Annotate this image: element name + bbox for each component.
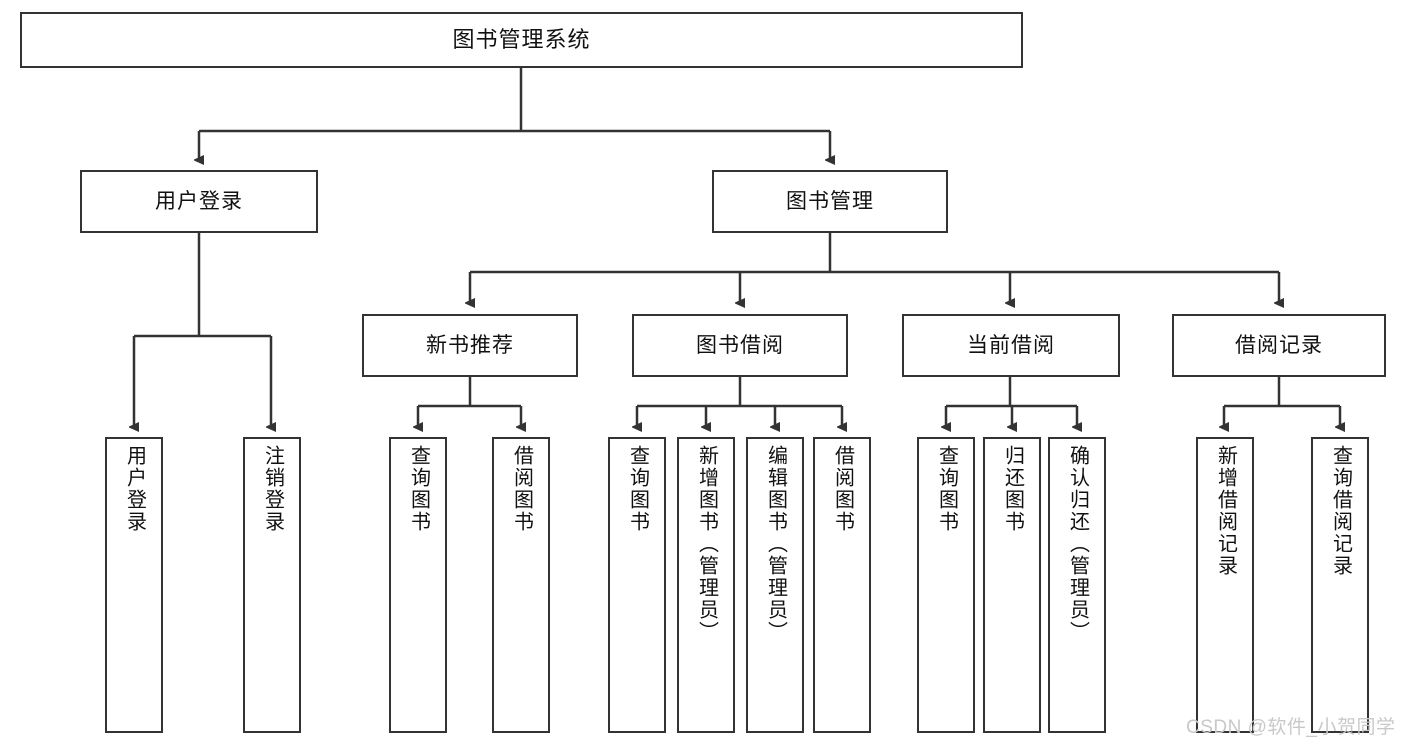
- leaf-record-add-record[interactable]: 新增借阅记录: [1196, 437, 1254, 733]
- node-label: 借阅图书: [510, 445, 533, 533]
- node-user-login[interactable]: 用户登录: [80, 170, 318, 233]
- leaf-borrow-add-book[interactable]: 新增图书（管理员）: [677, 437, 735, 733]
- node-label: 编辑图书（管理员）: [764, 445, 787, 643]
- leaf-recommend-query-book[interactable]: 查询图书: [389, 437, 447, 733]
- leaf-borrow-borrow-book[interactable]: 借阅图书: [813, 437, 871, 733]
- node-label: 图书管理: [786, 189, 874, 213]
- node-label: 当前借阅: [967, 333, 1055, 357]
- node-new-book-recommend[interactable]: 新书推荐: [362, 314, 578, 377]
- node-label: 查询图书: [935, 445, 958, 533]
- node-label: 注销登录: [261, 445, 284, 533]
- node-label: 图书借阅: [696, 333, 784, 357]
- watermark-csdn: CSDN @软件_小贺同学: [1186, 717, 1396, 738]
- node-label: 新书推荐: [426, 333, 514, 357]
- node-label: 归还图书: [1001, 445, 1024, 533]
- node-label: 确认归还（管理员）: [1066, 445, 1089, 643]
- leaf-current-confirm-return[interactable]: 确认归还（管理员）: [1048, 437, 1106, 733]
- leaf-borrow-query-book[interactable]: 查询图书: [608, 437, 666, 733]
- leaf-recommend-borrow-book[interactable]: 借阅图书: [492, 437, 550, 733]
- node-label: 新增借阅记录: [1214, 445, 1237, 577]
- leaf-user-login-signout[interactable]: 注销登录: [243, 437, 301, 733]
- node-root-library-system[interactable]: 图书管理系统: [20, 12, 1023, 68]
- node-label: 图书管理系统: [452, 26, 591, 52]
- node-label: 查询图书: [626, 445, 649, 533]
- leaf-user-login-signin[interactable]: 用户登录: [105, 437, 163, 733]
- leaf-current-query-book[interactable]: 查询图书: [917, 437, 975, 733]
- node-label: 查询图书: [407, 445, 430, 533]
- leaf-current-return-book[interactable]: 归还图书: [983, 437, 1041, 733]
- node-current-borrow[interactable]: 当前借阅: [902, 314, 1120, 377]
- node-book-borrow[interactable]: 图书借阅: [632, 314, 848, 377]
- node-borrow-record[interactable]: 借阅记录: [1172, 314, 1386, 377]
- leaf-borrow-edit-book[interactable]: 编辑图书（管理员）: [746, 437, 804, 733]
- node-label: 借阅记录: [1235, 333, 1323, 357]
- node-label: 借阅图书: [831, 445, 854, 533]
- leaf-record-query-record[interactable]: 查询借阅记录: [1311, 437, 1369, 733]
- node-label: 用户登录: [155, 189, 243, 213]
- node-book-management[interactable]: 图书管理: [712, 170, 948, 233]
- node-label: 查询借阅记录: [1329, 445, 1352, 577]
- node-label: 新增图书（管理员）: [695, 445, 718, 643]
- node-label: 用户登录: [123, 445, 146, 533]
